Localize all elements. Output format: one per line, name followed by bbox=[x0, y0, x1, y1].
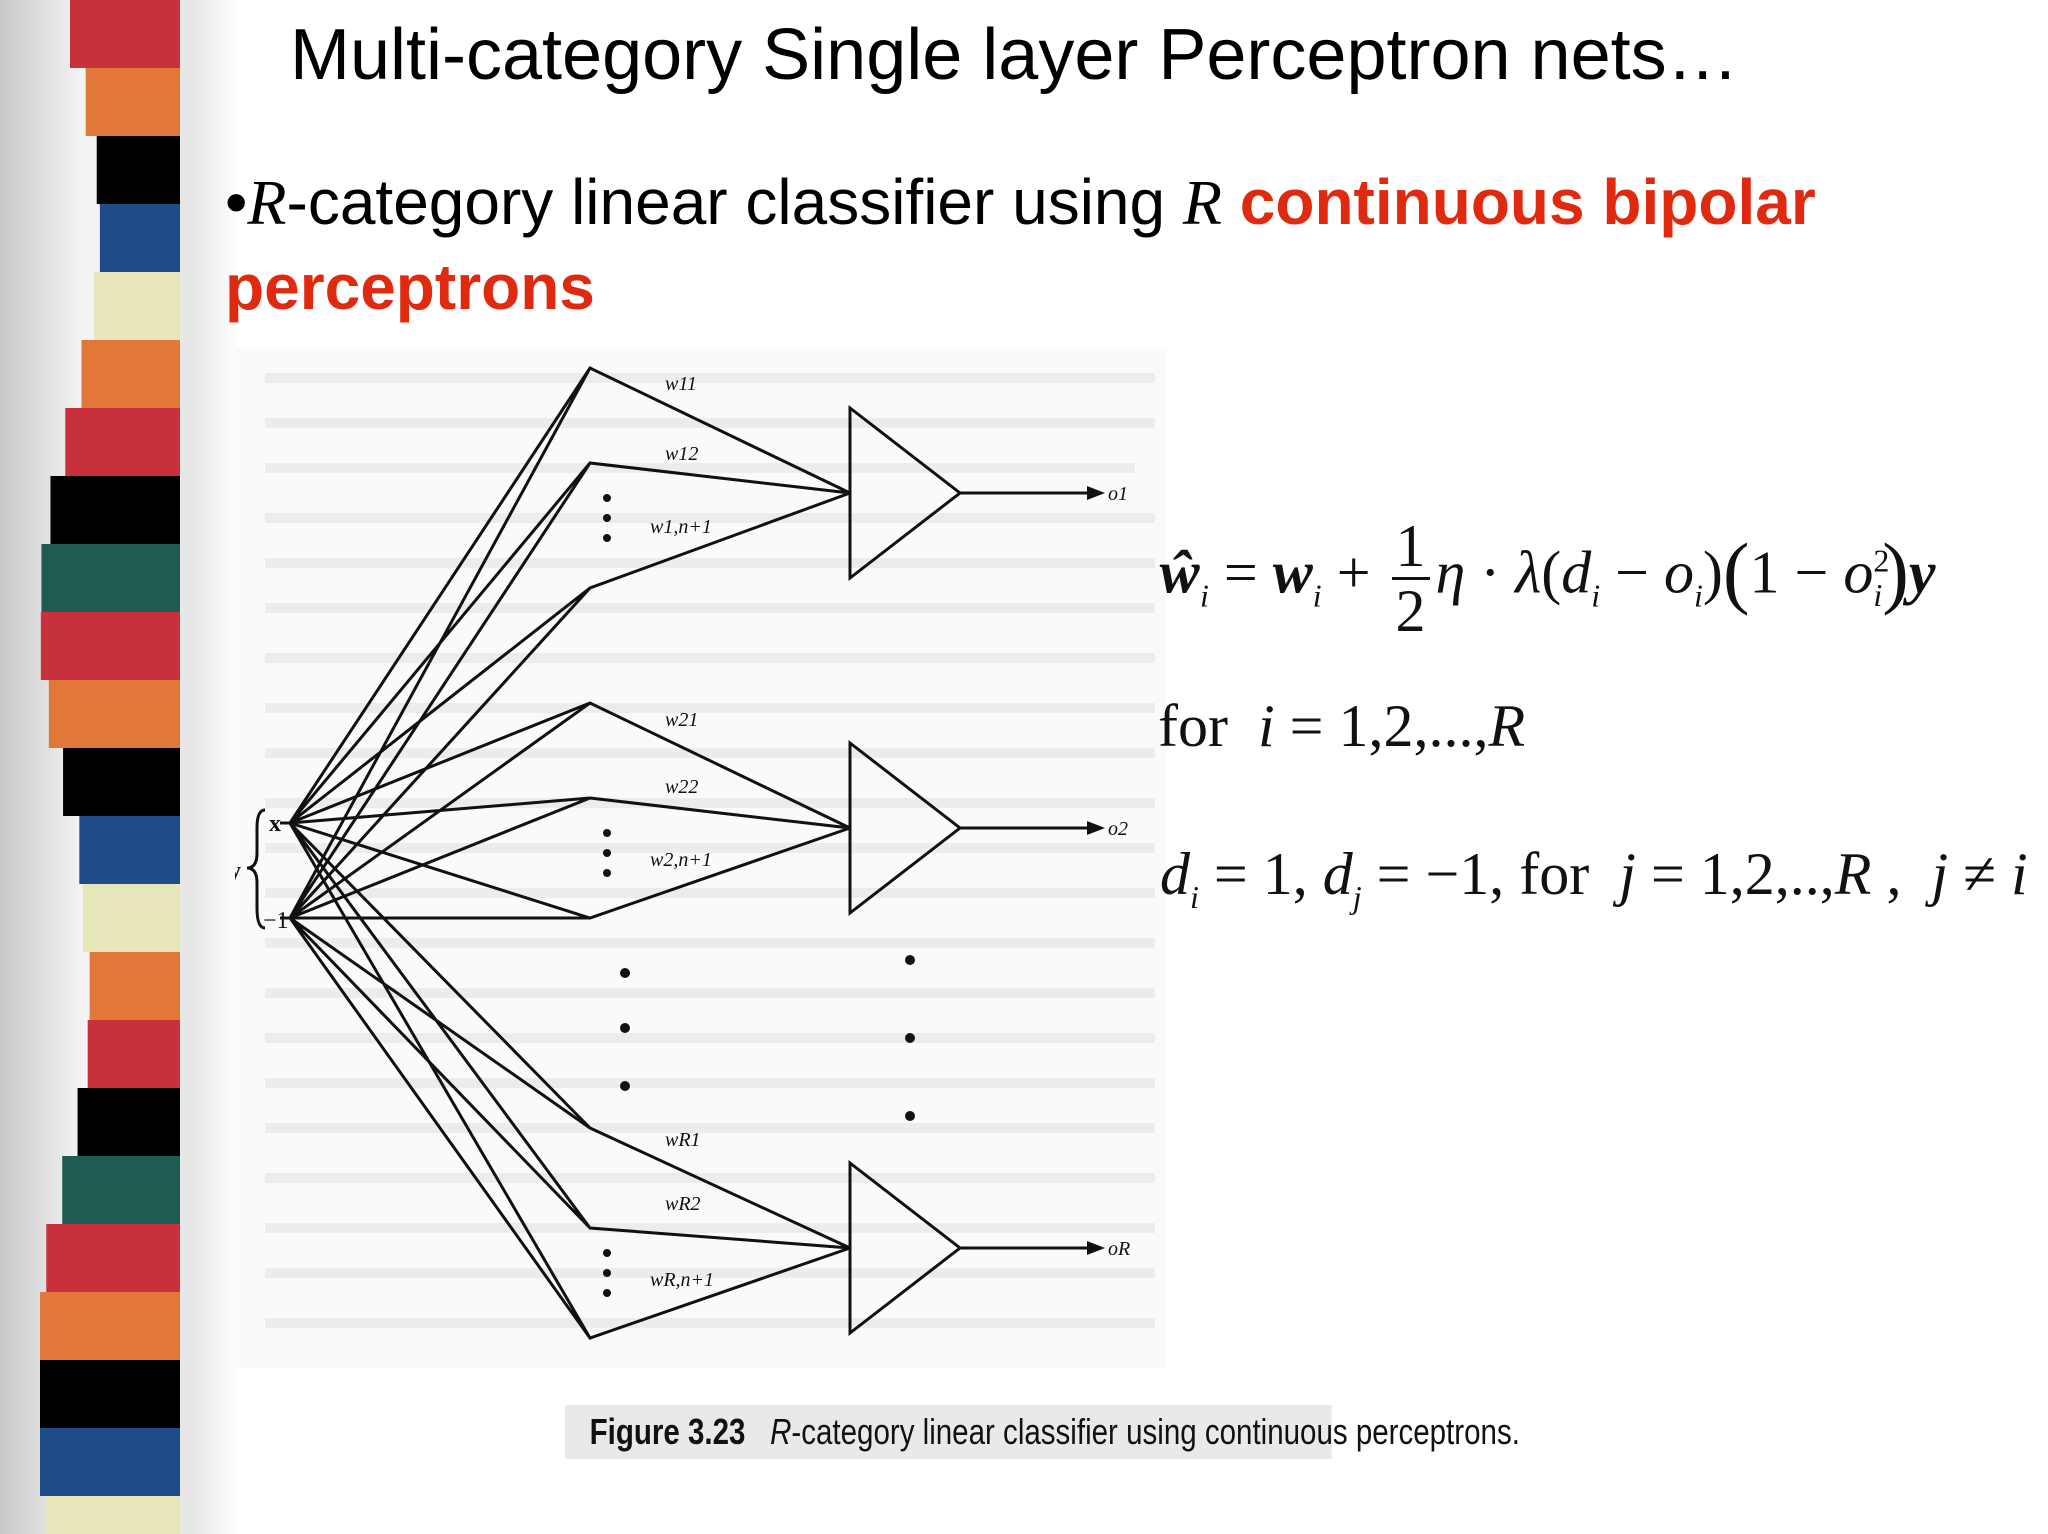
stripe-band bbox=[40, 1428, 180, 1496]
weight-label-wr2: wR2 bbox=[665, 1193, 701, 1215]
figure-caption: Figure 3.23 R-category linear classifier… bbox=[565, 1405, 1520, 1459]
stripe-band bbox=[94, 272, 180, 340]
stripe-band bbox=[63, 748, 180, 816]
stripe-band bbox=[79, 816, 180, 884]
stripe-band bbox=[40, 1360, 180, 1428]
weight-label-wrn1: wR,n+1 bbox=[650, 1269, 714, 1291]
caption-label: Figure 3.23 bbox=[589, 1411, 746, 1452]
stripe-band bbox=[77, 1088, 180, 1156]
stripe-band bbox=[81, 340, 180, 408]
input-label-x: x bbox=[269, 811, 281, 837]
weight-label-w11: w11 bbox=[665, 373, 697, 395]
weight-label-wr1: wR1 bbox=[665, 1129, 701, 1151]
stripe-band bbox=[62, 1156, 180, 1224]
weight-label-w1n1: w1,n+1 bbox=[650, 516, 712, 538]
decorative-stripe bbox=[0, 0, 240, 1534]
weight-label-w22: w22 bbox=[665, 776, 698, 798]
caption-text: -category linear classifier using contin… bbox=[791, 1411, 1520, 1452]
range-equation: for i = 1,2,...,R bbox=[1158, 693, 1526, 759]
stripe-band bbox=[89, 952, 180, 1020]
stripe-band bbox=[87, 1020, 180, 1088]
stripe-band bbox=[70, 0, 180, 68]
stripe-band bbox=[65, 408, 180, 476]
stripe-band bbox=[41, 544, 181, 612]
input-label-minus-one: −1 bbox=[263, 908, 289, 934]
weight-label-w2n1: w2,n+1 bbox=[650, 849, 712, 871]
perceptron-network-diagram: w11 w12 w1,n+1 w21 w22 w2,n+1 wR1 wR2 wR… bbox=[235, 348, 1167, 1368]
stripe-band bbox=[96, 136, 180, 204]
weight-label-w12: w12 bbox=[665, 443, 698, 465]
input-label-y: y bbox=[235, 858, 241, 884]
weight-label-w21: w21 bbox=[665, 709, 698, 731]
stripe-band bbox=[40, 612, 180, 680]
slide-title: Multi-category Single layer Perceptron n… bbox=[290, 15, 1739, 95]
stripe-band bbox=[40, 1292, 180, 1360]
stripe-band bbox=[50, 476, 180, 544]
output-label-or: oR bbox=[1108, 1238, 1130, 1260]
caption-var: R bbox=[770, 1411, 792, 1452]
stripe-band bbox=[82, 884, 180, 952]
bullet-point: •R-category linear classifier using R co… bbox=[225, 160, 2025, 329]
output-label-o1: o1 bbox=[1108, 483, 1128, 505]
bullet-var-r: R bbox=[247, 167, 287, 238]
bullet-text: -category linear classifier using bbox=[286, 166, 1183, 238]
targets-equation: di = 1, dj = −1, for j = 1,2,..,R , j ≠ … bbox=[1160, 841, 2028, 915]
stripe-band bbox=[85, 68, 180, 136]
bullet-highlight: continuous bipolar perceptrons bbox=[225, 166, 1816, 323]
output-label-o2: o2 bbox=[1108, 818, 1128, 840]
bullet-var-r2: R bbox=[1182, 167, 1222, 238]
bullet-marker: • bbox=[225, 166, 248, 238]
stripe-band bbox=[99, 204, 180, 272]
stripe-band bbox=[46, 1224, 180, 1292]
stripe-band bbox=[48, 680, 181, 748]
stripe-band bbox=[46, 1496, 180, 1534]
